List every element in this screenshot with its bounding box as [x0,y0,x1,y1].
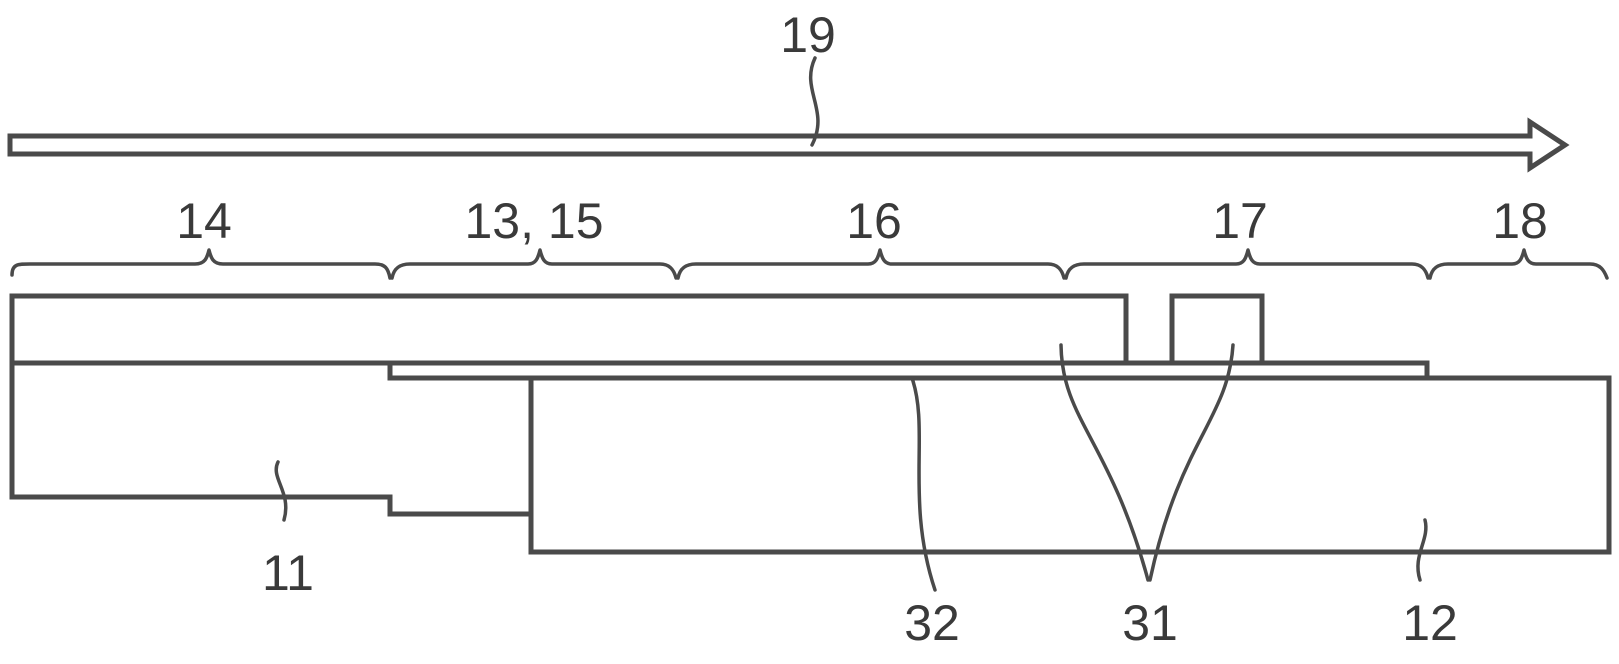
right-part-label: 12 [1402,595,1458,651]
arrow-leader [808,56,820,147]
left-part [9,363,534,517]
brace-region-d [1064,248,1430,280]
right-part [528,375,1612,555]
interface-label: 32 [904,595,960,651]
arrow-label: 19 [780,7,836,63]
joints-leader-left [1059,343,1150,582]
joints-leader-right [1148,343,1235,582]
brace-region-c [676,248,1066,280]
joints-label: 31 [1122,595,1178,651]
region-a-label: 14 [176,193,232,249]
region-c-label: 16 [846,193,902,249]
region-e-label: 18 [1492,193,1548,249]
brace-region-e [1428,248,1609,280]
top-plate [9,293,1129,363]
direction-arrow [7,117,1570,173]
left-part-label: 11 [262,545,314,601]
region-b-label: 13, 15 [464,193,603,249]
interface-leader [910,376,937,592]
top-block [1169,293,1265,363]
brace-region-a [10,248,392,280]
brace-region-b [390,248,678,280]
left-part-leader [274,460,288,522]
right-part-leader [1416,518,1428,582]
region-d-label: 17 [1212,193,1268,249]
